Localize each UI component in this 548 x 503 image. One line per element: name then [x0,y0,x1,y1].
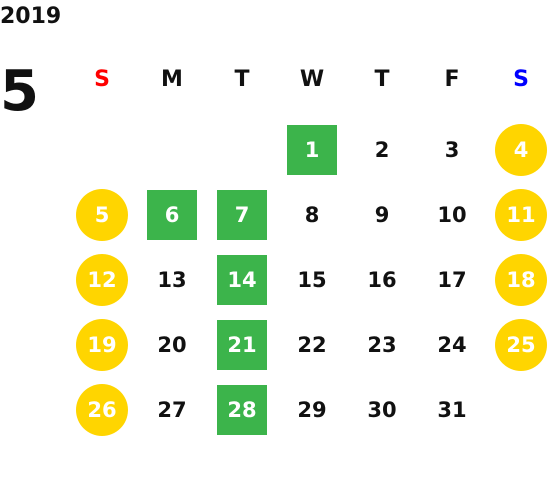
day-cell[interactable]: 24 [422,315,482,375]
weekday-header-tuesday: T [234,67,250,92]
weekday-header-monday: M [161,67,183,92]
day-cell[interactable]: 21 [212,315,272,375]
day-number: 31 [437,397,467,422]
day-number: 10 [437,202,467,227]
day-cell[interactable]: 17 [422,250,482,310]
day-cell[interactable]: 30 [352,380,412,440]
day-number: 30 [367,397,397,422]
day-cell[interactable]: 18 [491,250,548,310]
weekday-header-friday: F [444,67,460,92]
day-number: 28 [217,385,267,435]
day-number: 4 [495,124,547,176]
day-cell[interactable]: 14 [212,250,272,310]
weekday-header-wednesday: W [299,67,325,92]
day-cell[interactable]: 13 [142,250,202,310]
day-number: 21 [217,320,267,370]
day-cell[interactable]: 28 [212,380,272,440]
day-number: 24 [437,332,467,357]
day-number: 5 [76,189,128,241]
day-number: 2 [374,137,390,162]
day-number: 6 [147,190,197,240]
day-cell[interactable]: 3 [422,120,482,180]
day-number: 11 [495,189,547,241]
day-cell[interactable]: 5 [72,185,132,245]
day-number: 26 [76,384,128,436]
day-number: 23 [367,332,397,357]
day-number: 3 [444,137,460,162]
day-cell[interactable]: 15 [282,250,342,310]
weekday-header-thursday: T [374,67,390,92]
weekday-header-sunday: S [94,67,110,92]
day-cell[interactable]: 22 [282,315,342,375]
day-cell[interactable]: 7 [212,185,272,245]
day-number: 19 [76,319,128,371]
day-cell[interactable]: 16 [352,250,412,310]
day-cell[interactable]: 12 [72,250,132,310]
day-cell[interactable]: 23 [352,315,412,375]
day-number: 13 [157,267,187,292]
day-number: 18 [495,254,547,306]
day-cell[interactable]: 9 [352,185,412,245]
day-number: 20 [157,332,187,357]
day-cell[interactable]: 4 [491,120,548,180]
day-cell[interactable]: 26 [72,380,132,440]
day-number: 1 [287,125,337,175]
day-cell[interactable]: 8 [282,185,342,245]
day-number: 12 [76,254,128,306]
day-cell[interactable]: 1 [282,120,342,180]
month-number: 5 [0,59,39,124]
day-number: 25 [495,319,547,371]
weekday-header-saturday: S [513,67,529,92]
day-cell[interactable]: 20 [142,315,202,375]
day-number: 17 [437,267,467,292]
day-number: 27 [157,397,187,422]
day-cell[interactable]: 11 [491,185,548,245]
day-cell[interactable]: 27 [142,380,202,440]
day-cell[interactable]: 31 [422,380,482,440]
day-cell[interactable]: 10 [422,185,482,245]
day-cell[interactable]: 6 [142,185,202,245]
day-number: 22 [297,332,327,357]
day-number: 9 [374,202,390,227]
day-cell[interactable]: 29 [282,380,342,440]
day-cell[interactable]: 2 [352,120,412,180]
day-number: 16 [367,267,397,292]
day-number: 15 [297,267,327,292]
day-cell[interactable]: 19 [72,315,132,375]
day-number: 29 [297,397,327,422]
day-number: 8 [304,202,320,227]
day-cell[interactable]: 25 [491,315,548,375]
day-number: 14 [217,255,267,305]
year-label: 2019 [0,4,62,29]
day-number: 7 [217,190,267,240]
